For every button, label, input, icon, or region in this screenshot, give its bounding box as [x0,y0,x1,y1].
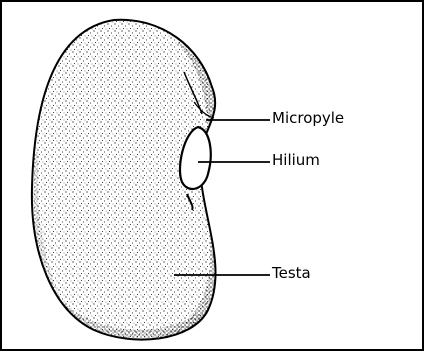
hilium-label: Hilium [272,153,320,168]
testa-label: Testa [272,266,311,281]
micropyle-label: Micropyle [272,111,344,126]
